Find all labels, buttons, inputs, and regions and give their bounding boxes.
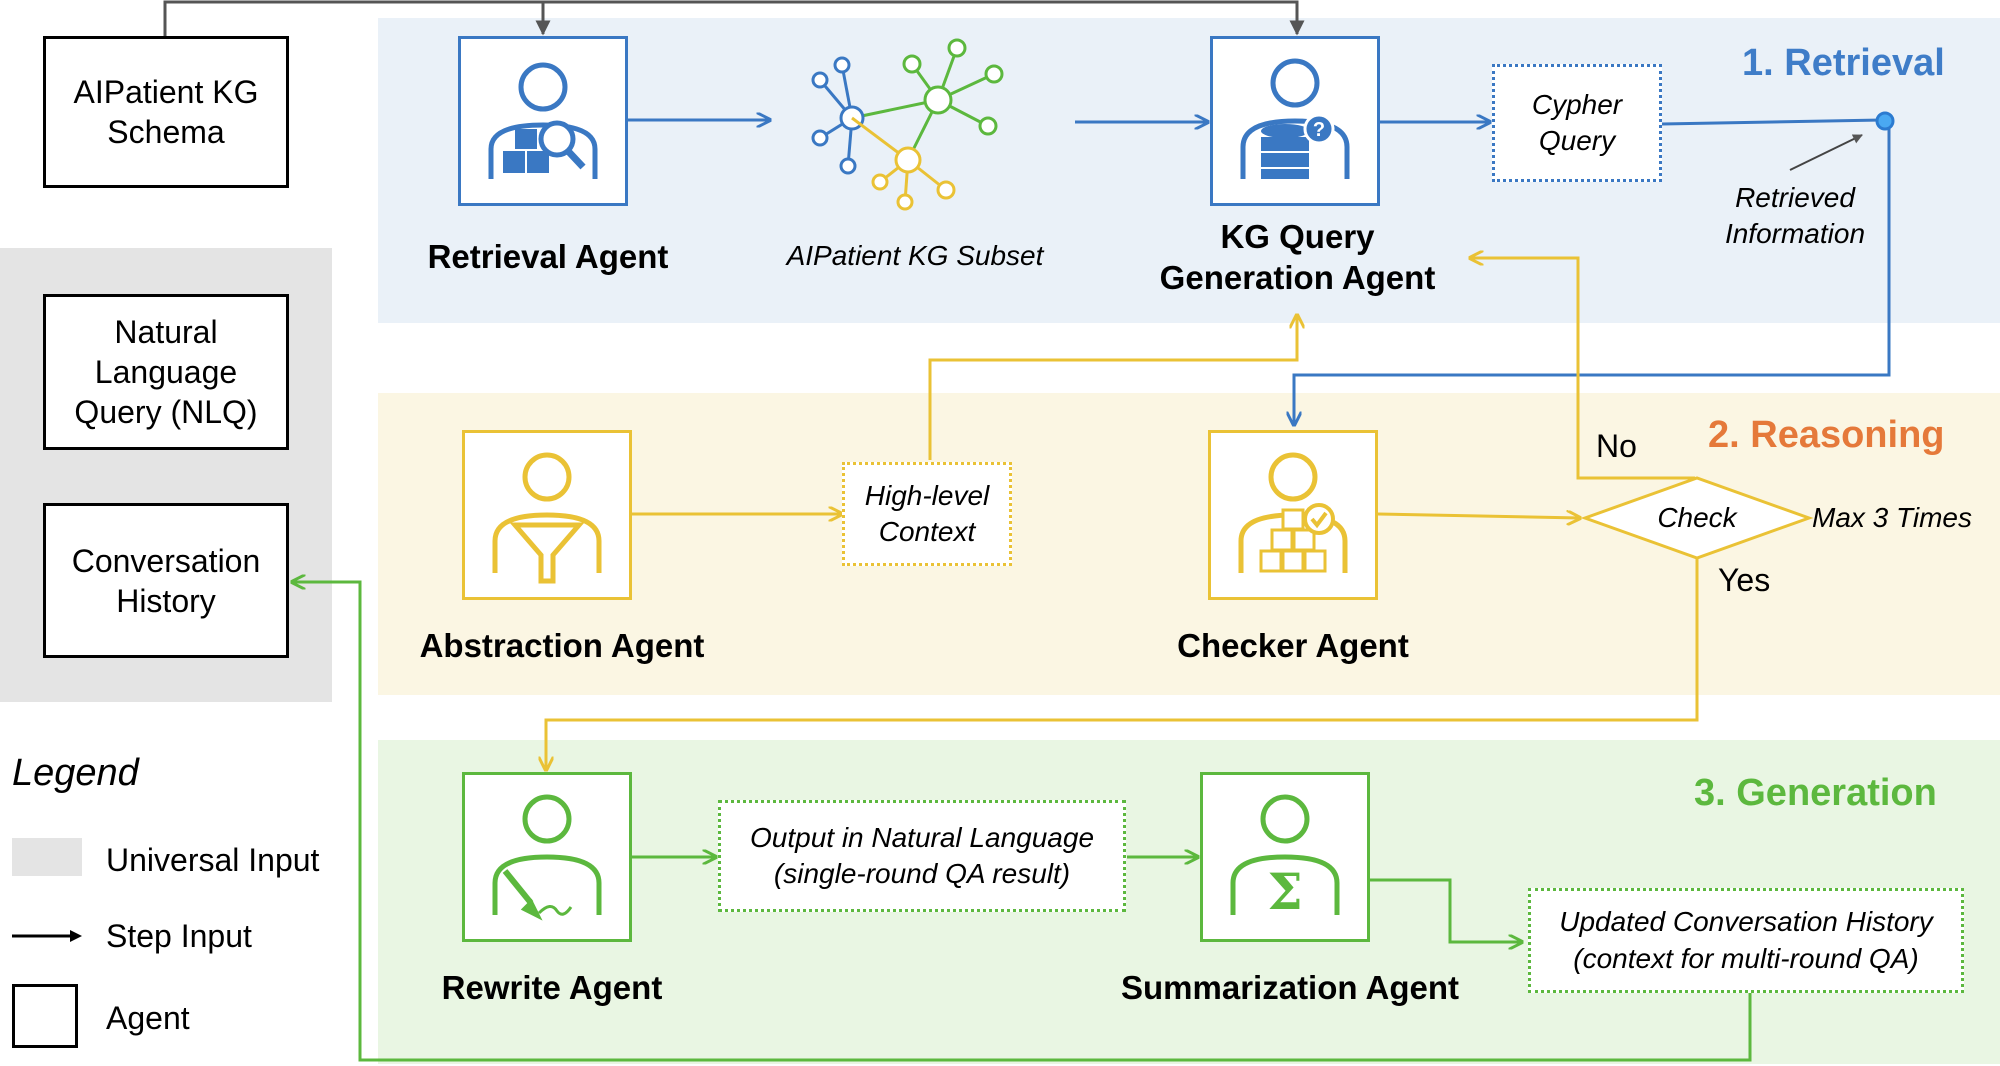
abstraction-agent-icon: [492, 452, 602, 584]
legend-arrow-icon: [12, 930, 82, 942]
check-no-loop-arrow: [1470, 258, 1695, 480]
abstraction-agent-label: Abstraction Agent: [419, 627, 705, 664]
kg-schema-input: AIPatient KG Schema: [43, 36, 289, 188]
kg-subset-label: AIPatient KG Subset: [786, 240, 1044, 271]
abstraction-agent-box: [462, 430, 632, 600]
retrieval-panel: [378, 18, 2000, 323]
retrieved-to-checker-arrow: [1294, 122, 1891, 425]
nlq-input: Natural Language Query (NLQ): [43, 294, 289, 450]
output-natural-language-box: Output in Natural Language (single-round…: [718, 800, 1126, 912]
cypher-to-retrieved-arrow: [1661, 118, 1883, 126]
max-times-label: Max 3 Times: [1812, 502, 1973, 533]
legend-agent-swatch: [12, 984, 78, 1048]
legend-universal-swatch: [12, 838, 82, 876]
kg-query-agent-label: KG Query Generation Agent: [1159, 218, 1436, 297]
kg-query-agent-box: ?: [1210, 36, 1380, 206]
rewrite-agent-icon: [492, 794, 602, 921]
check-diamond: [1580, 476, 1814, 560]
schema-feed-arrow: [163, 0, 1305, 36]
svg-text:Σ: Σ: [1267, 862, 1302, 921]
retrieval-agent-box: [458, 36, 628, 206]
rewrite-agent-box: [462, 772, 632, 942]
history-feedback-arrow: [292, 582, 1752, 1062]
reasoning-stage-title: 2. Reasoning: [1708, 414, 1945, 456]
retrieved-information-label: Retrieved Information: [1724, 182, 1866, 250]
no-label: No: [1596, 428, 1637, 464]
conversation-history-input: Conversation History: [43, 503, 289, 658]
svg-text:?: ?: [1313, 119, 1325, 141]
checker-agent-icon: [1238, 452, 1348, 573]
checker-agent-box: [1208, 430, 1378, 600]
retrieval-agent-icon: [488, 62, 598, 179]
legend-agent-label: Agent: [106, 1000, 190, 1036]
retrieved-info-pointer: [1789, 134, 1863, 171]
retrieved-info-dot: [1875, 111, 1895, 131]
kg-subset-graph-icon: [811, 38, 1004, 211]
context-to-kgquery-arrow: [928, 315, 1297, 460]
yes-label: Yes: [1718, 562, 1771, 598]
retrieval-agent-label: Retrieval Agent: [427, 238, 669, 275]
retrieval-stage-title: 1. Retrieval: [1742, 42, 1945, 84]
generation-stage-title: 3. Generation: [1694, 772, 1937, 814]
cypher-query-box: Cypher Query: [1492, 64, 1662, 182]
summarization-agent-box: Σ: [1200, 772, 1370, 942]
summarization-to-history-arrow: [1370, 878, 1522, 942]
check-yes-arrow: [546, 554, 1699, 770]
updated-history-box: Updated Conversation History (context fo…: [1528, 888, 1964, 993]
rewrite-agent-label: Rewrite Agent: [441, 969, 663, 1006]
kg-query-agent-icon: ?: [1240, 58, 1350, 179]
summarization-agent-label: Summarization Agent: [1121, 969, 1459, 1006]
legend-step-label: Step Input: [106, 918, 252, 954]
check-label: Check: [1657, 502, 1737, 533]
legend-title: Legend: [12, 752, 139, 794]
summarization-agent-icon: Σ: [1230, 794, 1340, 921]
high-level-context-box: High-level Context: [842, 462, 1012, 566]
checker-to-check-arrow: [1377, 514, 1580, 518]
legend-universal-label: Universal Input: [106, 842, 320, 878]
checker-agent-label: Checker Agent: [1177, 627, 1409, 664]
